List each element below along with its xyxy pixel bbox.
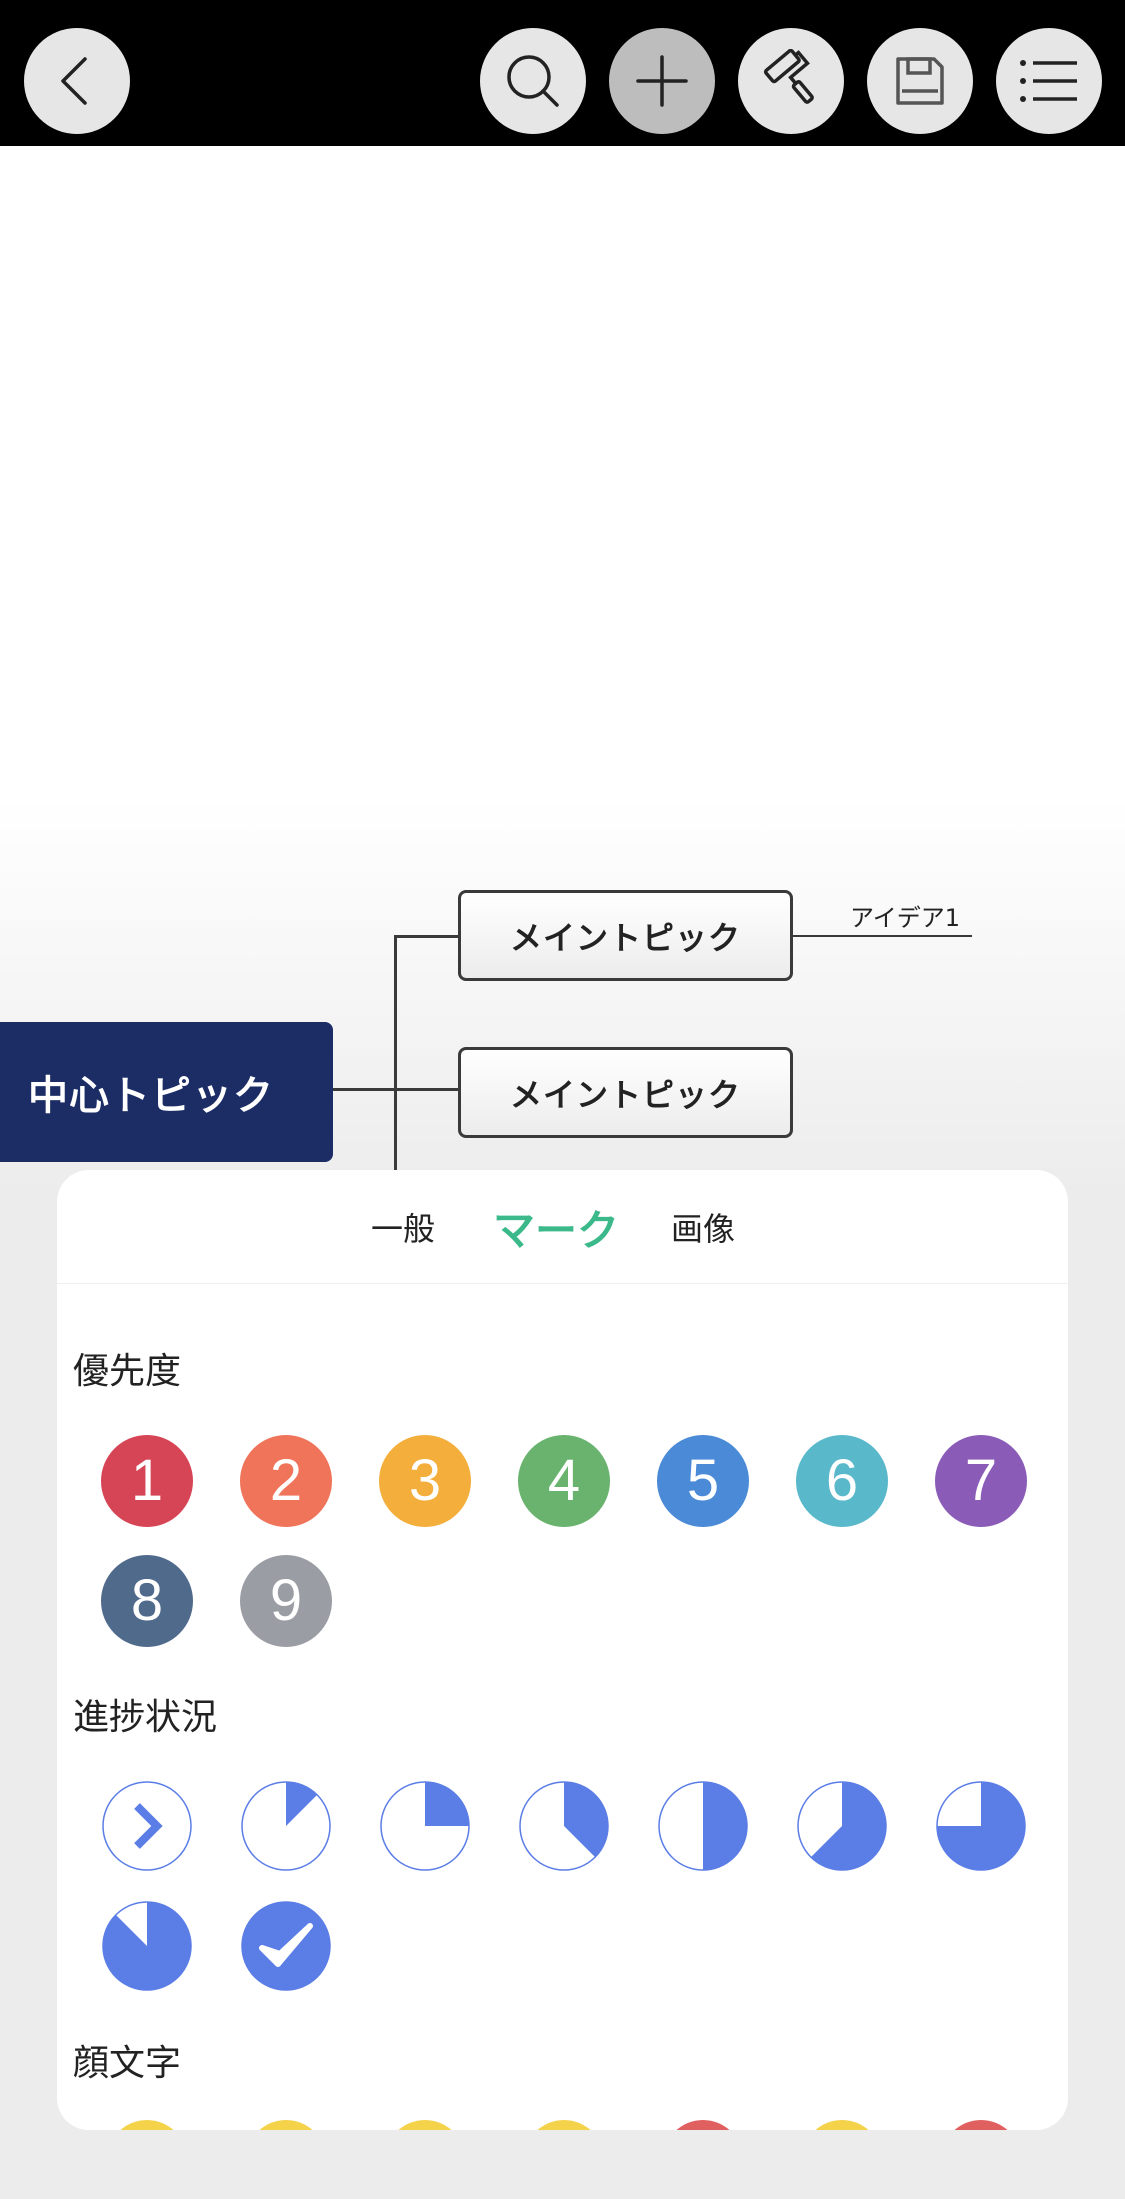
tab-marker[interactable]: マーク <box>493 1206 620 1255</box>
priority-7-marker[interactable]: 7 <box>935 1435 1027 1527</box>
priority-4-marker[interactable]: 4 <box>518 1435 610 1527</box>
emoji-marker[interactable] <box>246 2120 326 2130</box>
panel-tabs: 一般 マーク 画像 <box>57 1170 1068 1284</box>
progress-25-marker[interactable] <box>379 1780 471 1872</box>
progress-title: 進捗状況 <box>73 1697 218 1738</box>
priority-title: 優先度 <box>73 1351 182 1392</box>
priority-number: 8 <box>130 1568 164 1633</box>
main-topic-1[interactable]: メイントピック <box>458 890 793 981</box>
priority-3-marker[interactable]: 3 <box>379 1435 471 1527</box>
progress-icon <box>658 1781 748 1871</box>
emoji-marker[interactable] <box>941 2120 1021 2130</box>
style-button[interactable] <box>738 28 844 134</box>
priority-9-marker[interactable]: 9 <box>240 1555 332 1647</box>
menu-button[interactable] <box>996 28 1102 134</box>
marker-panel: 一般 マーク 画像 優先度 1 2 3 4 5 6 7 8 9 進捗状況 顔文字 <box>57 1170 1068 2130</box>
priority-number: 4 <box>547 1448 581 1513</box>
emoji-marker[interactable] <box>385 2120 465 2130</box>
search-button[interactable] <box>480 28 586 134</box>
priority-6-marker[interactable]: 6 <box>796 1435 888 1527</box>
priority-1-marker[interactable]: 1 <box>101 1435 193 1527</box>
chevron-left-icon <box>61 57 87 105</box>
emoji-title: 顔文字 <box>73 2043 182 2084</box>
priority-number: 9 <box>269 1568 303 1633</box>
priority-number: 2 <box>269 1448 303 1513</box>
back-button[interactable] <box>24 28 130 134</box>
tab-general[interactable]: 一般 <box>371 1210 436 1248</box>
list-icon <box>1020 60 1077 102</box>
progress-icon <box>380 1781 470 1871</box>
priority-8-marker[interactable]: 8 <box>101 1555 193 1647</box>
priority-number: 7 <box>964 1448 998 1513</box>
progress-38-marker[interactable] <box>518 1780 610 1872</box>
progress-icon <box>519 1781 609 1871</box>
progress-icon <box>797 1781 887 1871</box>
priority-number: 1 <box>130 1448 164 1513</box>
search-icon <box>507 55 559 107</box>
priority-number: 5 <box>686 1448 720 1513</box>
priority-2-marker[interactable]: 2 <box>240 1435 332 1527</box>
connector-line <box>793 935 972 937</box>
progress-63-marker[interactable] <box>796 1780 888 1872</box>
connector-line <box>394 935 458 938</box>
progress-100-marker[interactable] <box>240 1900 332 1992</box>
floppy-disk-icon <box>896 57 944 105</box>
progress-0-marker[interactable] <box>101 1780 193 1872</box>
priority-5-marker[interactable]: 5 <box>657 1435 749 1527</box>
progress-13-marker[interactable] <box>240 1780 332 1872</box>
progress-icon <box>241 1781 331 1871</box>
progress-icon <box>102 1781 192 1871</box>
priority-number: 3 <box>408 1448 442 1513</box>
tab-image[interactable]: 画像 <box>671 1210 736 1248</box>
main-topic-2[interactable]: メイントピック <box>458 1047 793 1138</box>
progress-icon <box>936 1781 1026 1871</box>
emoji-marker[interactable] <box>107 2120 187 2130</box>
paint-roller-icon <box>763 49 814 104</box>
emoji-marker[interactable] <box>802 2120 882 2130</box>
emoji-marker[interactable] <box>524 2120 604 2130</box>
emoji-marker[interactable] <box>663 2120 743 2130</box>
progress-75-marker[interactable] <box>935 1780 1027 1872</box>
progress-88-marker[interactable] <box>101 1900 193 1992</box>
central-topic[interactable]: 中心トピック <box>0 1022 333 1162</box>
progress-50-marker[interactable] <box>657 1780 749 1872</box>
idea-topic[interactable]: アイデア1 <box>850 904 961 932</box>
plus-icon <box>636 55 688 107</box>
save-button[interactable] <box>867 28 973 134</box>
top-toolbar <box>0 0 1125 146</box>
priority-number: 6 <box>825 1448 859 1513</box>
progress-icon <box>241 1901 331 1991</box>
progress-icon <box>102 1901 192 1991</box>
add-button[interactable] <box>609 28 715 134</box>
